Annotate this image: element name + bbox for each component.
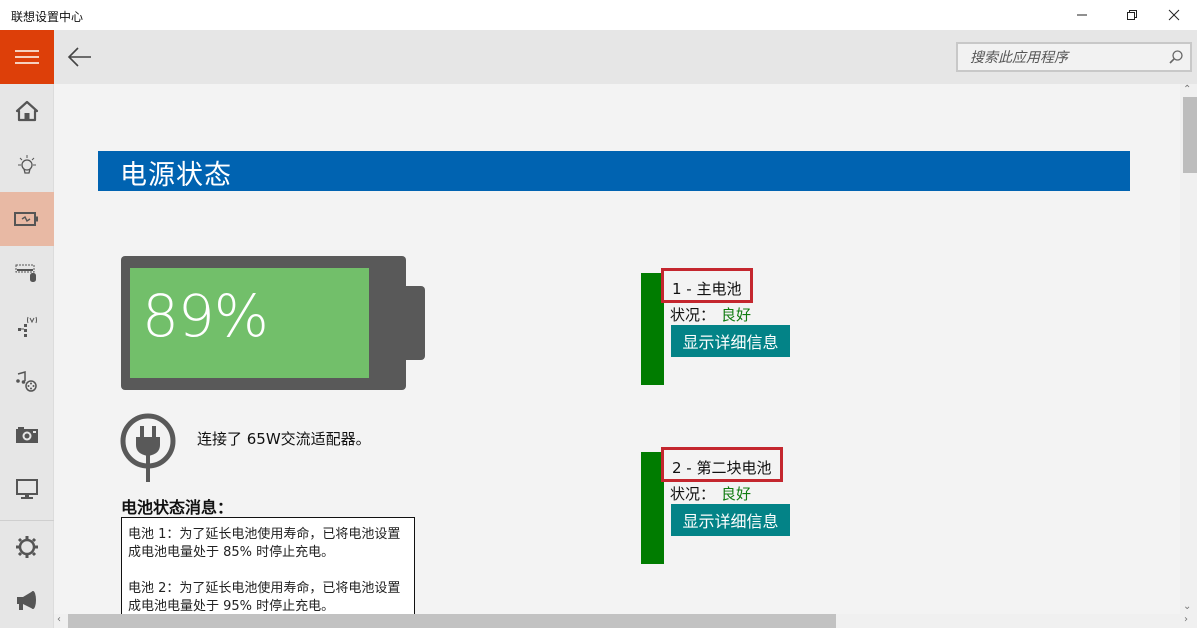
top-bar (54, 30, 1197, 84)
back-button[interactable] (64, 42, 96, 72)
sidebar-item-input[interactable] (0, 246, 54, 300)
battery-name: 1 - 主电池 (661, 268, 753, 303)
status-label: 状况： (670, 306, 716, 324)
horizontal-scroll-thumb[interactable] (68, 614, 836, 628)
sidebar-item-audio-video[interactable] (0, 354, 54, 408)
scroll-right-icon[interactable]: › (1184, 614, 1188, 625)
home-icon (15, 100, 39, 122)
restore-button[interactable] (1109, 0, 1155, 30)
page-title: 电源状态 (120, 160, 232, 191)
megaphone-icon (17, 591, 36, 610)
sidebar-item-settings[interactable] (0, 520, 54, 574)
back-arrow-icon (67, 47, 91, 67)
monitor-icon (16, 479, 38, 499)
messages-title: 电池状态消息： (121, 498, 234, 517)
sidebar-item-feedback[interactable] (0, 574, 54, 628)
scroll-up-icon[interactable]: ⌃ (1183, 84, 1192, 95)
close-button[interactable] (1151, 0, 1197, 30)
vertical-scroll-thumb[interactable] (1183, 97, 1197, 173)
show-details-button[interactable]: 显示详细信息 (671, 504, 790, 536)
horizontal-scrollbar[interactable]: ‹ › (54, 614, 1197, 628)
sidebar-item-home[interactable] (0, 84, 54, 138)
scroll-left-icon[interactable]: ‹ (57, 614, 61, 625)
minimize-button[interactable] (1059, 0, 1105, 30)
window-title: 联想设置中心 (11, 10, 84, 24)
network-icon (18, 316, 37, 337)
main-content: 电源状态 89% 连接了 65W交流适配器。 电池状态消息： 电池 1：为了延长… (54, 84, 1180, 614)
gear-icon (16, 536, 38, 558)
sidebar-item-display[interactable] (0, 462, 54, 516)
restore-icon (1127, 10, 1137, 20)
message-item: 电池 2：为了延长电池使用寿命，已将电池设置成电池电量处于 95% 时停止充电。 (128, 581, 401, 614)
sidebar-item-light[interactable] (0, 138, 54, 192)
message-item: 电池 1：为了延长电池使用寿命，已将电池设置成电池电量处于 85% 时停止充电。 (128, 527, 401, 560)
section-header: 电源状态 (98, 151, 1130, 191)
status-value: 良好 (721, 485, 752, 503)
search-icon[interactable] (1168, 49, 1184, 65)
status-value: 良好 (721, 306, 752, 324)
battery-tip (405, 286, 425, 360)
search-box[interactable] (956, 42, 1192, 72)
battery-name: 2 - 第二块电池 (661, 447, 783, 482)
status-label: 状况： (670, 485, 716, 503)
keyboard-mouse-icon (15, 264, 36, 282)
battery-icon (14, 212, 38, 226)
lightbulb-icon (18, 155, 36, 174)
sidebar-divider (0, 520, 54, 521)
vertical-scrollbar[interactable]: ⌃ ⌄ (1180, 84, 1197, 614)
sidebar-item-network[interactable] (0, 300, 54, 354)
sidebar-item-power[interactable] (0, 192, 54, 246)
plug-icon (120, 413, 176, 482)
adapter-status: 连接了 65W交流适配器。 (197, 430, 371, 448)
battery-card-2: 2 - 第二块电池 状况： 良好 显示详细信息 (641, 447, 841, 565)
battery-health-bar (641, 452, 664, 564)
hamburger-icon (15, 50, 39, 52)
show-details-button[interactable]: 显示详细信息 (671, 325, 790, 357)
battery-status: 状况： 良好 (670, 483, 751, 504)
battery-percent: 89% (142, 282, 269, 350)
battery-graphic: 89% (121, 256, 406, 390)
sidebar (0, 30, 54, 628)
battery-fill: 89% (130, 268, 369, 378)
window-titlebar: 联想设置中心 (0, 0, 1197, 30)
music-video-icon (16, 371, 37, 392)
messages-box: 电池 1：为了延长电池使用寿命，已将电池设置成电池电量处于 85% 时停止充电。… (121, 517, 415, 614)
camera-icon (16, 427, 38, 443)
battery-card-1: 1 - 主电池 状况： 良好 显示详细信息 (641, 268, 841, 386)
minimize-icon (1077, 14, 1087, 16)
sidebar-item-camera[interactable] (0, 408, 54, 462)
search-input[interactable] (970, 47, 1150, 69)
hamburger-line (15, 56, 39, 58)
battery-status: 状况： 良好 (670, 304, 751, 325)
hamburger-line (15, 62, 39, 64)
scroll-down-icon[interactable]: ⌄ (1183, 601, 1192, 612)
hamburger-menu-button[interactable] (0, 30, 54, 84)
battery-health-bar (641, 273, 664, 385)
close-icon (1168, 9, 1180, 21)
